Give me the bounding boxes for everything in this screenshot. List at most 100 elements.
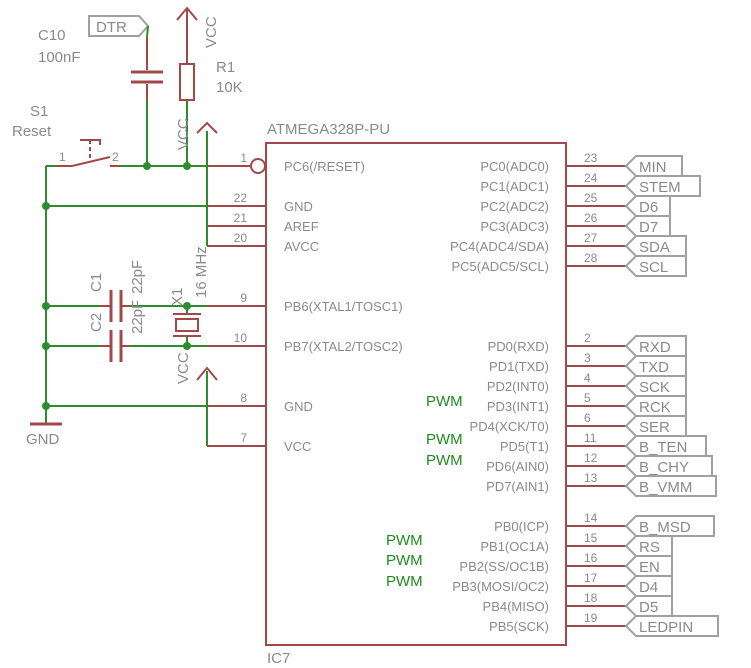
junction-dots (42, 162, 191, 410)
net-flag-rck[interactable]: RCK (624, 395, 687, 417)
net-flag-b-msd[interactable]: B_MSD (624, 515, 715, 537)
pwm-label: PWM (426, 452, 463, 469)
pin-label: PB1(OC1A) (480, 539, 549, 554)
pin-label: PB5(SCK) (489, 619, 549, 634)
pin-number: 10 (234, 331, 248, 345)
vcc-arrow-lower: VCC (175, 352, 218, 384)
pin-number: 1 (240, 151, 247, 165)
net-flag-rxd[interactable]: RXD (624, 335, 687, 357)
net-flag-stem[interactable]: STEM (624, 175, 701, 197)
pin-number: 2 (584, 331, 591, 345)
pin-number: 14 (584, 511, 598, 525)
switch-s1[interactable]: S1 Reset 1 2 (12, 103, 121, 167)
right-pin-stubs (566, 165, 626, 627)
pwm-label: PWM (426, 393, 463, 410)
c2-value: 22pF (129, 300, 146, 334)
pin-number: 15 (584, 531, 598, 545)
net-flag-en[interactable]: EN (624, 555, 673, 577)
c1-value: 22pF (129, 260, 146, 294)
svg-text:RCK: RCK (639, 399, 671, 416)
pin-label: VCC (284, 439, 311, 454)
wires (45, 37, 208, 446)
pwm-label: PWM (386, 532, 423, 549)
svg-text:SDA: SDA (639, 239, 670, 256)
net-flags: MIN STEM D6 D7 SDA SCL RXD TXD SCK RCK S… (624, 155, 719, 637)
pwm-markers: PWM PWM PWM PWM PWM PWM (386, 393, 463, 590)
pin-number: 23 (584, 151, 598, 165)
s1-pin1: 1 (59, 150, 66, 164)
pin-number: 5 (584, 391, 591, 405)
pwm-label: PWM (386, 552, 423, 569)
pin-number: 19 (584, 611, 598, 625)
pin-label: PD2(INT0) (487, 379, 549, 394)
capacitor-c10[interactable]: C10 100nF (38, 27, 163, 100)
net-flag-d4[interactable]: D4 (624, 575, 673, 597)
svg-text:RXD: RXD (639, 339, 671, 356)
net-flag-d5[interactable]: D5 (624, 595, 673, 617)
gnd-label: GND (26, 431, 60, 448)
pin-label: PD7(AIN1) (486, 479, 549, 494)
svg-text:B_CHY: B_CHY (639, 459, 689, 476)
pin-number: 21 (234, 211, 248, 225)
ic-atmega328p[interactable]: ATMEGA328P-PU IC7 (250, 121, 567, 667)
net-flag-d7[interactable]: D7 (624, 215, 671, 237)
pin-number: 26 (584, 211, 598, 225)
pin-label: PB3(MOSI/OC2) (452, 579, 549, 594)
reset-inversion-bubble (250, 158, 266, 174)
svg-text:D4: D4 (639, 579, 658, 596)
right-pin-numbers: 23 24 25 26 27 28 2 3 4 5 6 11 12 13 14 … (584, 151, 598, 625)
pin-label: PB0(ICP) (494, 519, 549, 534)
pin-label: PC6(/RESET) (284, 159, 365, 174)
pin-number: 28 (584, 251, 598, 265)
net-flag-sck[interactable]: SCK (624, 375, 687, 397)
right-pin-labels: PC0(ADC0) PC1(ADC1) PC2(ADC2) PC3(ADC3) … (450, 159, 549, 634)
pin-number: 3 (584, 351, 591, 365)
svg-text:EN: EN (639, 559, 660, 576)
svg-text:STEM: STEM (639, 179, 681, 196)
vcc-label: VCC (175, 352, 192, 384)
pin-label: PC0(ADC0) (480, 159, 549, 174)
pin-label: GND (284, 199, 313, 214)
capacitor-c2[interactable]: C2 22pF (88, 300, 146, 362)
ic-name: ATMEGA328P-PU (267, 121, 390, 138)
pin-label: PB6(XTAL1/TOSC1) (284, 299, 403, 314)
pin-number: 24 (584, 171, 598, 185)
net-flag-ledpin[interactable]: LEDPIN (624, 615, 719, 637)
pin-label: PD6(AIN0) (486, 459, 549, 474)
net-flag-d6[interactable]: D6 (624, 195, 671, 217)
c10-value: 100nF (38, 49, 81, 66)
pin-number: 17 (584, 571, 598, 585)
x1-value: 16 MHz (193, 246, 210, 298)
pin-label: PB4(MISO) (483, 599, 549, 614)
c10-ref: C10 (38, 27, 66, 44)
pin-number: 20 (234, 231, 248, 245)
svg-text:SCK: SCK (639, 379, 670, 396)
pin-number: 11 (584, 431, 597, 445)
net-flag-sda[interactable]: SDA (624, 235, 687, 257)
pin-label: PB2(SS/OC1B) (459, 559, 549, 574)
pin-label: PD4(XCK/T0) (470, 419, 549, 434)
net-flag-rs[interactable]: RS (624, 535, 673, 557)
s1-pin2: 2 (112, 150, 119, 164)
r1-ref: R1 (216, 59, 235, 76)
net-flag-scl[interactable]: SCL (624, 255, 687, 277)
pin-label: PC4(ADC4/SDA) (450, 239, 549, 254)
capacitor-c1[interactable]: C1 22pF (88, 260, 146, 322)
pin-number: 7 (240, 431, 247, 445)
left-pin-numbers: 1 22 21 20 9 10 8 7 (234, 151, 248, 445)
s1-ref: S1 (30, 103, 48, 120)
net-flag-ser[interactable]: SER (624, 415, 687, 437)
net-flag-txd[interactable]: TXD (624, 355, 687, 377)
pin-number: 25 (584, 191, 598, 205)
resistor-r1[interactable]: R1 10K (179, 10, 243, 101)
pin-label: AVCC (284, 239, 319, 254)
svg-text:D5: D5 (639, 599, 658, 616)
dtr-flag[interactable]: DTR (88, 15, 150, 38)
crystal-x1[interactable]: X1 16 MHz (169, 246, 210, 337)
svg-text:B_VMM: B_VMM (639, 479, 692, 496)
net-flag-b-vmm[interactable]: B_VMM (624, 475, 717, 497)
net-flag-b-chy[interactable]: B_CHY (624, 455, 713, 477)
net-flag-b-ten[interactable]: B_TEN (624, 435, 707, 457)
net-flag-min[interactable]: MIN (624, 155, 683, 177)
